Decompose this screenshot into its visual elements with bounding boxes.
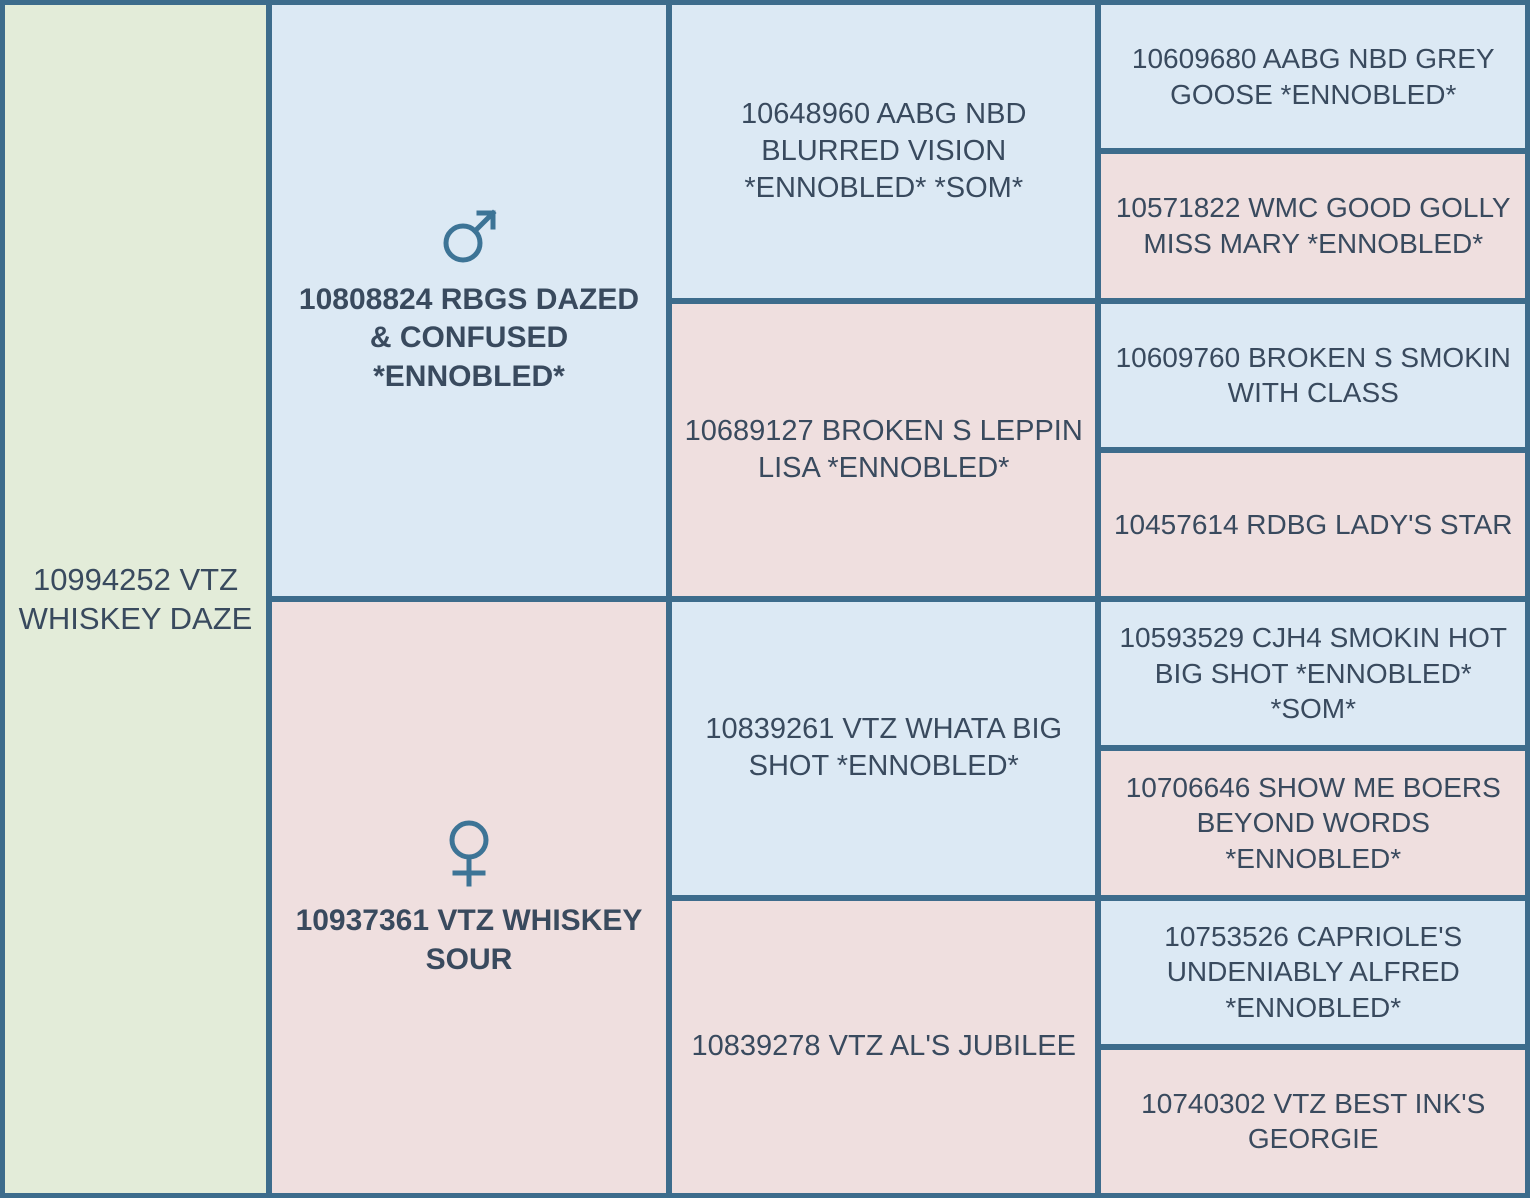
ancestor-label: 10753526 CAPRIOLE'S UNDENIABLY ALFRED *E… [1164, 920, 1463, 1023]
ancestor-label: 10839261 VTZ WHATA BIG SHOT *ENNOBLED* [705, 713, 1063, 783]
pedigree-cell-g4-4[interactable]: 10593529 CJH4 SMOKIN HOT BIG SHOT *ENNOB… [1101, 602, 1525, 746]
sire-label: 10808824 RBGS DAZED & CONFUSED *ENNOBLED… [298, 283, 640, 393]
pedigree-cell-g3-1[interactable]: 10689127 BROKEN S LEPPIN LISA *ENNOBLED* [671, 303, 1096, 596]
ancestor-label: 10648960 AABG NBD BLURRED VISION *ENNOBL… [741, 98, 1027, 204]
pedigree-cell-g4-2[interactable]: 10609760 BROKEN S SMOKIN WITH CLASS [1101, 303, 1525, 447]
pedigree-cell-g4-1[interactable]: 10571822 WMC GOOD GOLLY MISS MARY *ENNOB… [1101, 154, 1525, 298]
pedigree-cell-g4-0[interactable]: 10609680 AABG NBD GREY GOOSE *ENNOBLED* [1101, 5, 1525, 149]
venus-icon [443, 816, 495, 888]
ancestor-label: 10839278 VTZ AL'S JUBILEE [691, 1030, 1076, 1063]
dam-label: 10937361 VTZ WHISKEY SOUR [295, 904, 643, 976]
generation-1-column: 10994252 VTZ WHISKEY DAZE [5, 5, 266, 1193]
ancestor-label: 10609760 BROKEN S SMOKIN WITH CLASS [1115, 341, 1511, 409]
subject-label: 10994252 VTZ WHISKEY DAZE [18, 561, 253, 636]
ancestor-label: 10609680 AABG NBD GREY GOOSE *ENNOBLED* [1131, 43, 1495, 110]
pedigree-cell-g3-2[interactable]: 10839261 VTZ WHATA BIG SHOT *ENNOBLED* [671, 602, 1096, 895]
pedigree-cell-g4-5[interactable]: 10706646 SHOW ME BOERS BEYOND WORDS *ENN… [1101, 751, 1525, 895]
generation-4-column: 10609680 AABG NBD GREY GOOSE *ENNOBLED* … [1101, 5, 1525, 1193]
mars-icon [439, 205, 499, 267]
pedigree-cell-g3-3[interactable]: 10839278 VTZ AL'S JUBILEE [671, 900, 1096, 1193]
pedigree-cell-dam[interactable]: 10937361 VTZ WHISKEY SOUR [272, 602, 666, 1193]
pedigree-cell-g3-0[interactable]: 10648960 AABG NBD BLURRED VISION *ENNOBL… [671, 5, 1096, 298]
ancestor-label: 10593529 CJH4 SMOKIN HOT BIG SHOT *ENNOB… [1119, 622, 1507, 725]
pedigree-cell-g4-7[interactable]: 10740302 VTZ BEST INK'S GEORGIE [1101, 1049, 1525, 1193]
generation-2-column: 10808824 RBGS DAZED & CONFUSED *ENNOBLED… [272, 5, 666, 1193]
pedigree-cell-g4-6[interactable]: 10753526 CAPRIOLE'S UNDENIABLY ALFRED *E… [1101, 900, 1525, 1044]
pedigree-cell-subject[interactable]: 10994252 VTZ WHISKEY DAZE [5, 5, 266, 1193]
ancestor-label: 10740302 VTZ BEST INK'S GEORGIE [1141, 1087, 1486, 1155]
pedigree-cell-g4-3[interactable]: 10457614 RDBG LADY'S STAR [1101, 452, 1525, 596]
pedigree-cell-sire[interactable]: 10808824 RBGS DAZED & CONFUSED *ENNOBLED… [272, 5, 666, 596]
generation-3-column: 10648960 AABG NBD BLURRED VISION *ENNOBL… [671, 5, 1096, 1193]
ancestor-label: 10457614 RDBG LADY'S STAR [1113, 508, 1513, 540]
ancestor-label: 10689127 BROKEN S LEPPIN LISA *ENNOBLED* [684, 414, 1083, 484]
ancestor-label: 10706646 SHOW ME BOERS BEYOND WORDS *ENN… [1125, 771, 1501, 874]
ancestor-label: 10571822 WMC GOOD GOLLY MISS MARY *ENNOB… [1115, 192, 1511, 259]
